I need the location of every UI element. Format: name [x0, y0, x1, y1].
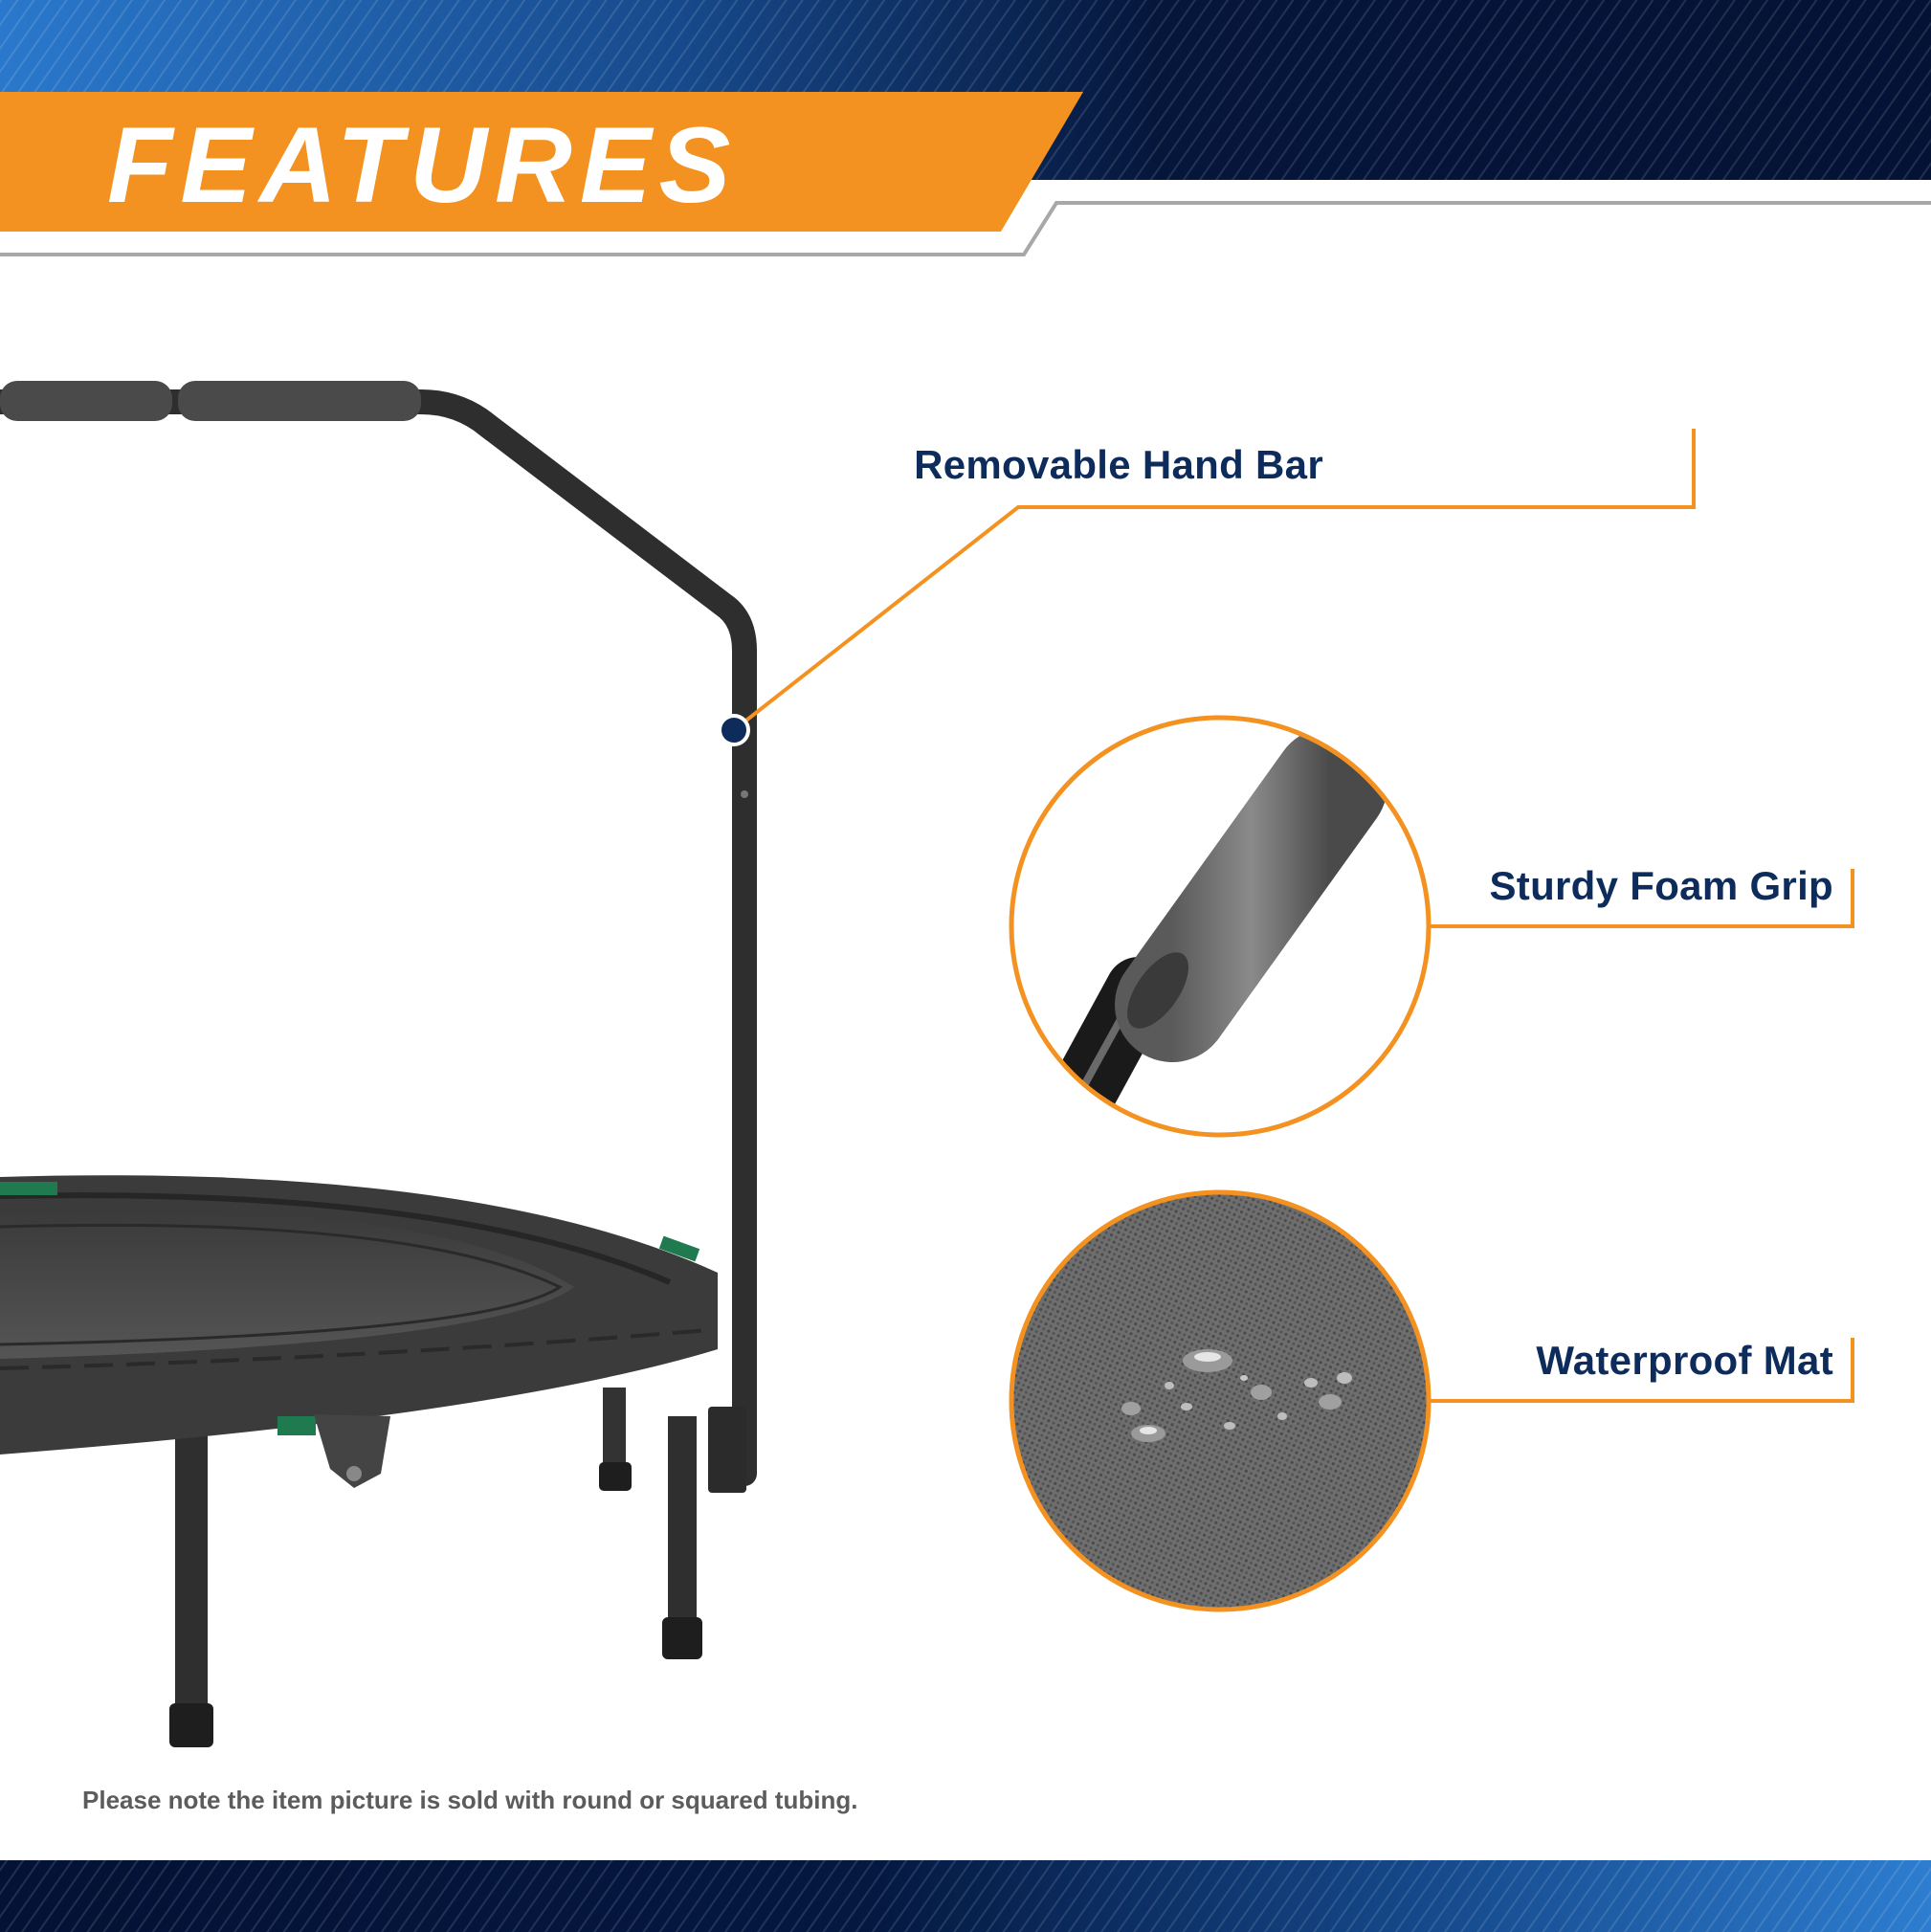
- page-title: FEATURES: [107, 105, 739, 225]
- hand-bar-callout: [718, 429, 1696, 746]
- footnote: Please note the item picture is sold wit…: [82, 1786, 858, 1814]
- foam-grip-detail: [1009, 715, 1854, 1138]
- trampoline-image: [0, 381, 757, 1747]
- feature-label-sturdy-foam-grip: Sturdy Foam Grip: [1489, 863, 1833, 908]
- bottom-banner: [0, 1860, 1931, 1932]
- feature-label-waterproof-mat: Waterproof Mat: [1536, 1338, 1833, 1383]
- feature-label-removable-hand-bar: Removable Hand Bar: [914, 442, 1323, 487]
- waterproof-mat-detail: [1009, 1189, 1854, 1612]
